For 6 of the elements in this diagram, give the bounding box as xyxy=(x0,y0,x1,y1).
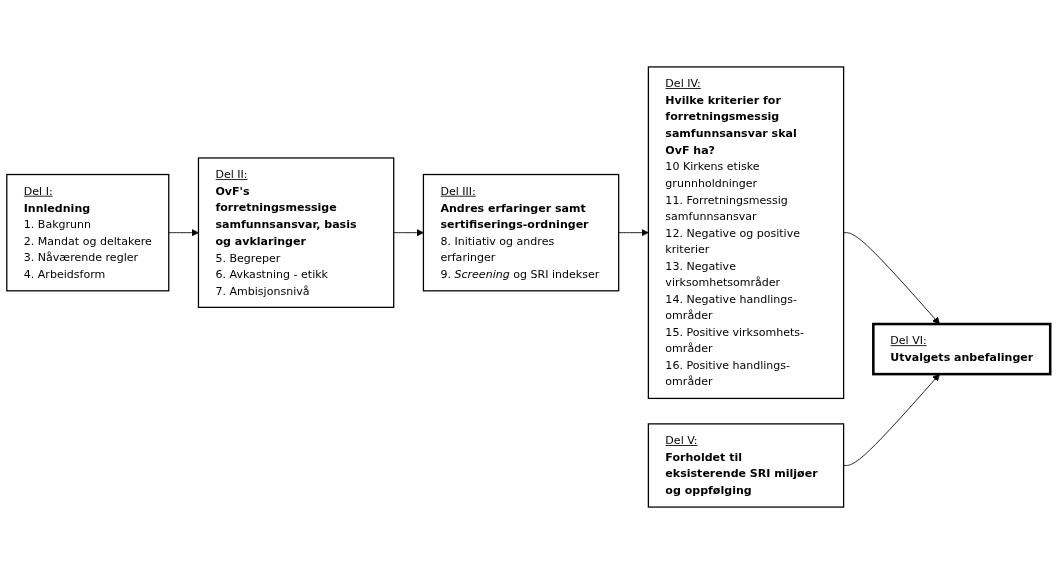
node-box: Del III: Andres erfaringer samt sertifiserings-ordninger 8. Initiativ og andres erfaringer 9. Screening og SRI indekser xyxy=(422,173,620,292)
node-box: Del I: Innledning 1. Bakgrunn 2. Mandat og deltakere 3. Nåværende regler 4. Arbeidsform xyxy=(6,173,170,292)
node-box: Del VI: Utvalgets anbefalinger xyxy=(872,322,1052,376)
node-box: Del V: Forholdet til eksisterende SRI miljøer og oppfølging xyxy=(647,423,845,508)
node-box: Del IV: Hvilke kriterier for forretningsmessig samfunnsansvar skal OvF ha? 10 Kirkens etiske grunnholdninger 11. Forretningsmessig samfunnsansvar 12. Negative og positive kriterier 13. Negative virksomhetsområder 14. Negative handlings-områder 15. Positive virksomhets-områder 16. Positive handlings-områder xyxy=(647,66,845,400)
node-box: Del II: OvF's forretningsmessige samfunnsansvar, basis og avklaringer 5. Begreper 6. Avkastning - etikk 7. Ambisjonsnivå xyxy=(197,157,395,308)
